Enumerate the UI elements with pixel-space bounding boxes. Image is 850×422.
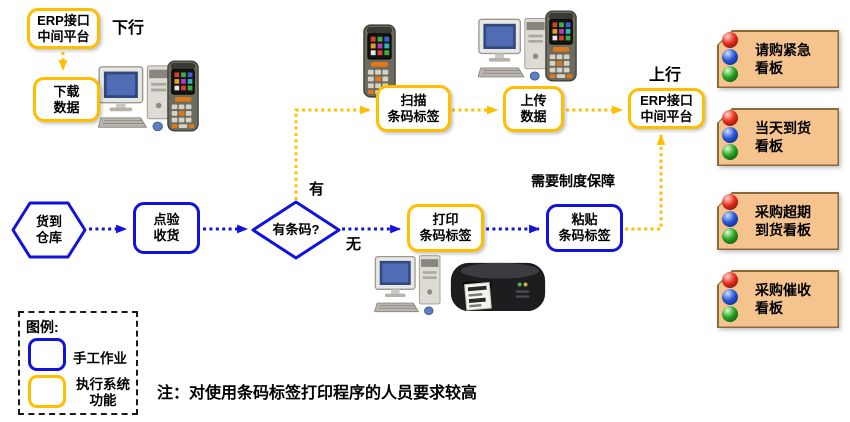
footnote: 注：对使用条码标签打印程序的人员要求较高 [157, 385, 478, 402]
flow-node-scan: 扫描 条码标签 [376, 85, 451, 132]
kanban-note-today-arrival: 当天到货 看板 [717, 108, 839, 166]
green-ball-icon [722, 228, 738, 244]
note-label: 采购超期 到货看板 [755, 203, 811, 238]
label-yes: 有 [309, 181, 325, 198]
desktop-computer-icon [374, 255, 441, 316]
arrow-decision-yes-to-scan [294, 105, 372, 200]
red-ball-icon [722, 272, 738, 288]
decision-has-barcode: 有条码? [272, 222, 320, 238]
kanban-note-overdue-arrival: 采购超期 到货看板 [717, 192, 839, 250]
has-barcode-diamond [251, 200, 341, 260]
blue-ball-icon [722, 127, 738, 143]
green-ball-icon [722, 306, 738, 322]
label-uplink: 上行 [649, 67, 682, 84]
goods-arrival-hexagon [11, 201, 87, 259]
legend-system-swatch [28, 375, 66, 408]
label-institution-note: 需要制度保障 [531, 173, 615, 189]
blue-ball-icon [722, 289, 738, 305]
kanban-note-purchase-reminder: 采购催收 看板 [717, 270, 839, 328]
flow-node-goods-arrival: 货到 仓库 [35, 214, 62, 245]
arrow-paste-to-erp [625, 133, 666, 231]
flow-node-download: 下载 数据 [33, 77, 100, 122]
handheld-scanner-icon [167, 60, 199, 132]
label-no: 无 [346, 236, 362, 253]
note-label: 采购催收 看板 [755, 281, 811, 316]
handheld-scanner-icon [545, 10, 577, 82]
red-ball-icon [722, 32, 738, 48]
green-ball-icon [722, 144, 738, 160]
red-ball-icon [722, 194, 738, 210]
desktop-computer-icon [98, 65, 171, 132]
legend-manual-swatch [28, 338, 66, 371]
red-ball-icon [722, 110, 738, 126]
desktop-computer-icon [478, 17, 548, 81]
flow-node-upload: 上传 数据 [503, 86, 564, 132]
flow-node-print: 打印 条码标签 [407, 204, 484, 252]
flow-node-erp-left: ERP接口 中间平台 [27, 8, 100, 49]
green-ball-icon [722, 66, 738, 82]
label-printer-icon [450, 262, 546, 312]
kanban-note-urgent-purchase: 请购紧急 看板 [717, 30, 839, 88]
legend-system-label: 执行系统 功能 [76, 377, 130, 408]
flow-node-receive: 点验 收货 [133, 202, 200, 254]
flow-node-paste: 粘贴 条码标签 [546, 204, 623, 252]
blue-ball-icon [722, 211, 738, 227]
label-downlink: 下行 [112, 20, 145, 37]
legend-manual-label: 手工作业 [73, 351, 127, 366]
legend-title: 图例: [26, 319, 59, 335]
note-label: 当天到货 看板 [755, 119, 811, 154]
note-label: 请购紧急 看板 [755, 41, 811, 76]
legend-box [18, 311, 138, 415]
flow-node-erp-right: ERP接口 中间平台 [628, 88, 705, 129]
blue-ball-icon [722, 49, 738, 65]
